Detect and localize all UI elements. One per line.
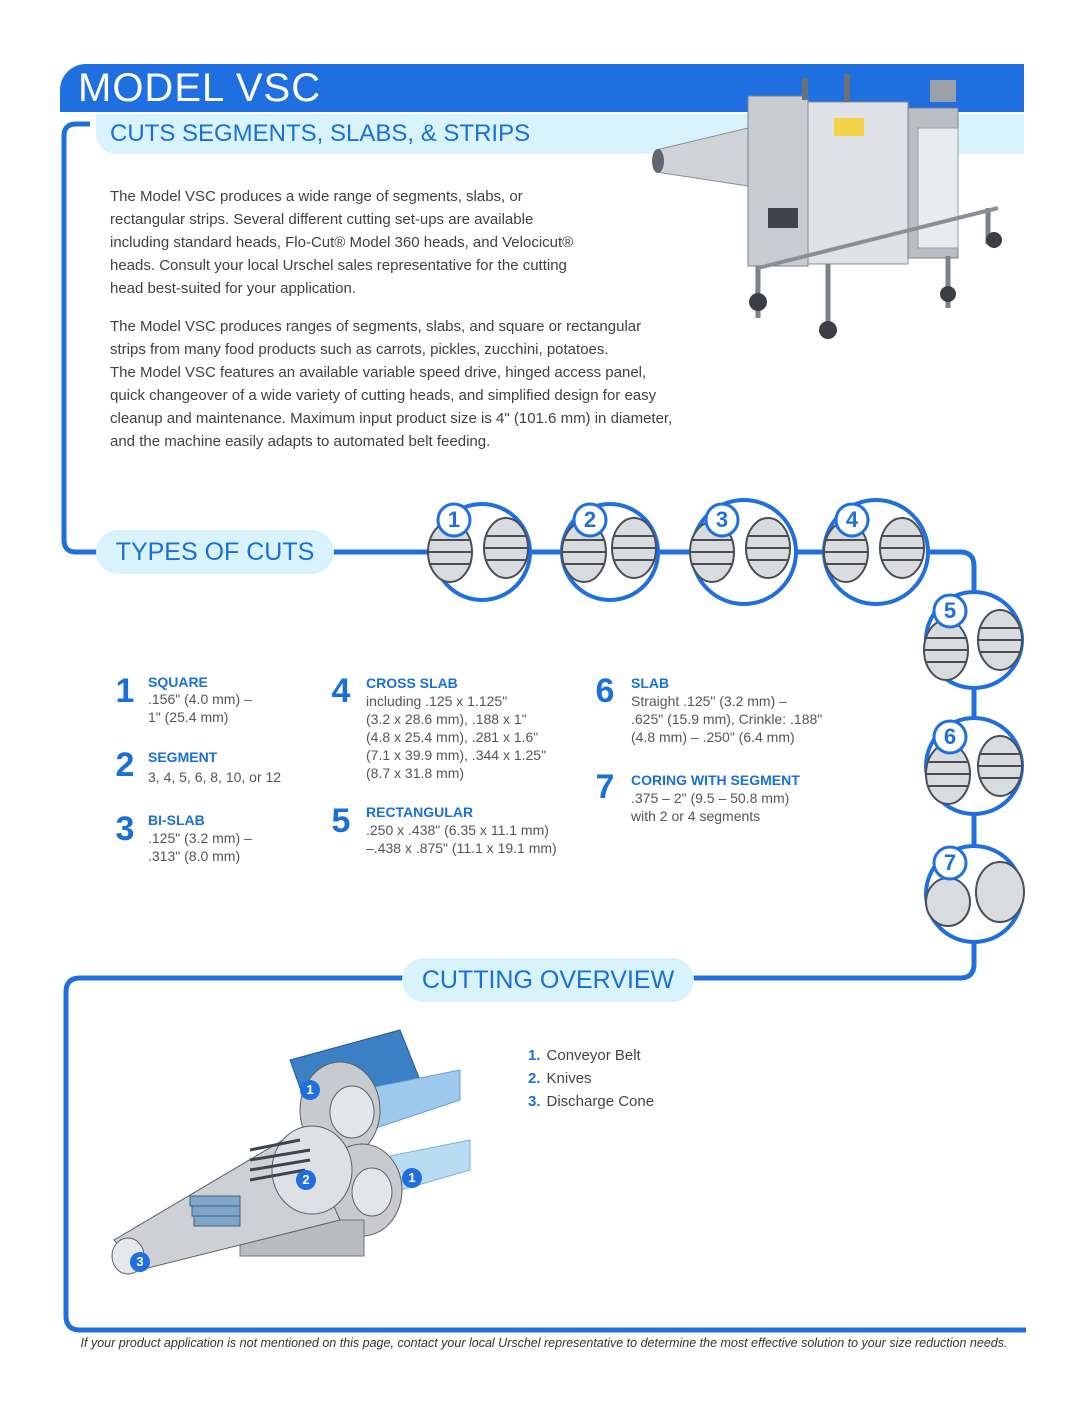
- intro-line: The Model VSC produces ranges of segment…: [110, 318, 642, 335]
- intro-line: and the machine easily adapts to automat…: [110, 433, 491, 450]
- cut-number: 7: [595, 768, 615, 806]
- cut-number: 1: [115, 672, 135, 710]
- intro-line: The Model VSC produces a wide range of s…: [110, 188, 523, 205]
- overview-item-label: Discharge Cone: [546, 1093, 655, 1110]
- callout-conveyor-2: 1: [408, 1170, 416, 1185]
- cut-badge: 1: [447, 507, 461, 532]
- cut-desc: 3, 4, 5, 6, 8, 10, or 12: [148, 769, 282, 785]
- cut-badge: 7: [943, 850, 957, 875]
- intro-line: strips from many food products such as c…: [110, 341, 609, 358]
- cut-desc: .156" (4.0 mm) – 1" (25.4 mm): [148, 691, 252, 725]
- overview-item-num: 1.: [528, 1047, 541, 1064]
- cutting-diagram: [111, 1029, 471, 1275]
- overview-item-num: 2.: [528, 1070, 541, 1087]
- cut-illustrations: [427, 498, 1025, 944]
- intro-line: cleanup and maintenance. Maximum input p…: [110, 410, 673, 427]
- cut-desc: .375 – 2" (9.5 – 50.8 mm) with 2 or 4 se…: [631, 790, 790, 824]
- cut-number: 5: [331, 802, 351, 840]
- overview-item: 2. Knives: [528, 1070, 592, 1087]
- cut-badge: 2: [583, 507, 597, 532]
- callout-conveyor-1: 1: [306, 1082, 314, 1097]
- overview-item-label: Knives: [546, 1070, 592, 1087]
- overview-item: 3. Discharge Cone: [528, 1093, 654, 1110]
- page-subtitle: CUTS SEGMENTS, SLABS, & STRIPS: [110, 120, 531, 147]
- cut-badge: 6: [943, 724, 957, 749]
- intro-line: heads. Consult your local Urschel sales …: [110, 257, 567, 274]
- page-title: MODEL VSC: [78, 66, 322, 110]
- intro-line: head best-suited for your application.: [110, 280, 356, 297]
- intro-line: including standard heads, Flo-Cut® Model…: [110, 234, 574, 251]
- cut-badge: 4: [845, 507, 859, 532]
- intro-line: rectangular strips. Several different cu…: [110, 211, 534, 228]
- cut-name: BI-SLAB: [148, 812, 205, 828]
- callout-knives: 2: [302, 1172, 310, 1187]
- machine-image: [652, 74, 1002, 339]
- intro-paragraph-2: The Model VSC produces ranges of segment…: [110, 315, 672, 453]
- cut-desc: .125" (3.2 mm) – .313" (8.0 mm): [148, 830, 252, 864]
- overview-item-label: Conveyor Belt: [546, 1047, 641, 1064]
- cutting-overview-heading: CUTTING OVERVIEW: [402, 958, 694, 1002]
- cut-name: SLAB: [631, 675, 670, 691]
- footnote: If your product application is not menti…: [80, 1336, 1008, 1350]
- cut-name: CROSS SLAB: [366, 675, 458, 691]
- cut-desc: including .125 x 1.125" (3.2 x 28.6 mm),…: [366, 693, 547, 781]
- cut-number: 3: [115, 810, 135, 848]
- callout-discharge-cone: 3: [136, 1254, 144, 1269]
- cut-number: 2: [115, 746, 135, 784]
- cut-desc: Straight .125" (3.2 mm) – .625" (15.9 mm…: [631, 693, 823, 745]
- intro-line: quick changeover of a wide variety of cu…: [110, 387, 657, 404]
- cut-badge: 3: [715, 507, 729, 532]
- cut-desc: .250 x .438" (6.35 x 11.1 mm) –.438 x .8…: [366, 822, 557, 856]
- cut-name: SQUARE: [148, 674, 208, 690]
- cut-name: RECTANGULAR: [366, 804, 474, 820]
- cut-number: 6: [595, 672, 615, 710]
- intro-paragraph-1: The Model VSC produces a wide range of s…: [110, 185, 573, 300]
- cut-number: 4: [331, 672, 351, 710]
- cut-badge: 5: [943, 598, 957, 623]
- cut-name: SEGMENT: [148, 749, 218, 765]
- overview-item-num: 3.: [528, 1093, 541, 1110]
- intro-line: The Model VSC features an available vari…: [110, 364, 647, 381]
- cut-name: CORING WITH SEGMENT: [631, 772, 800, 788]
- overview-item: 1. Conveyor Belt: [528, 1047, 641, 1064]
- types-of-cuts-heading: TYPES OF CUTS: [96, 530, 334, 574]
